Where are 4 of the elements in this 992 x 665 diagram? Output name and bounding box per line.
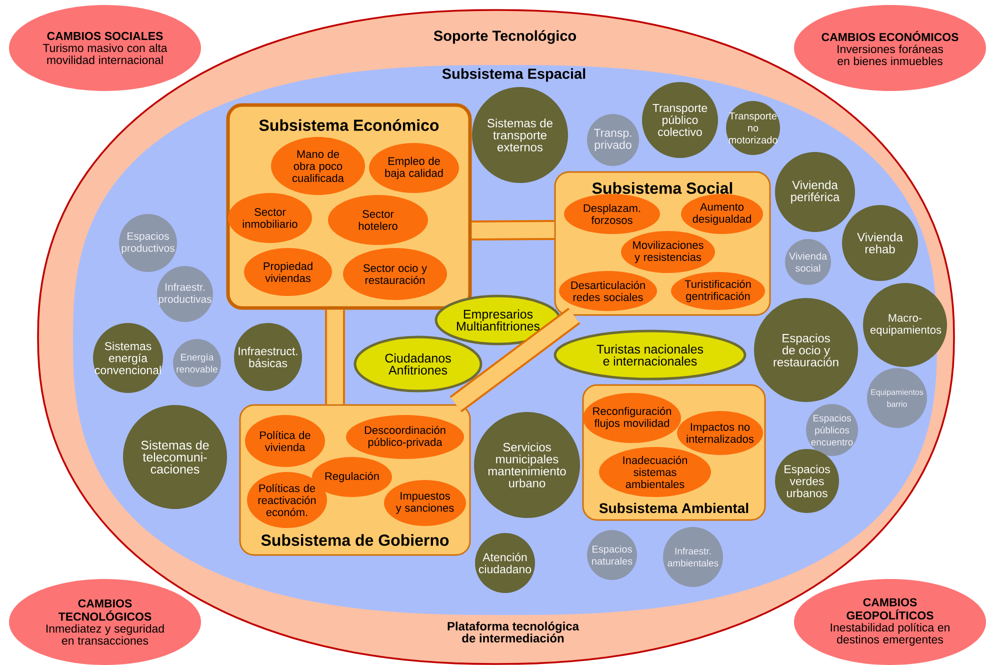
node-label: Regulación — [325, 472, 379, 482]
connector-band — [325, 310, 345, 404]
connector-band — [472, 220, 554, 240]
connector-band — [450, 308, 580, 412]
